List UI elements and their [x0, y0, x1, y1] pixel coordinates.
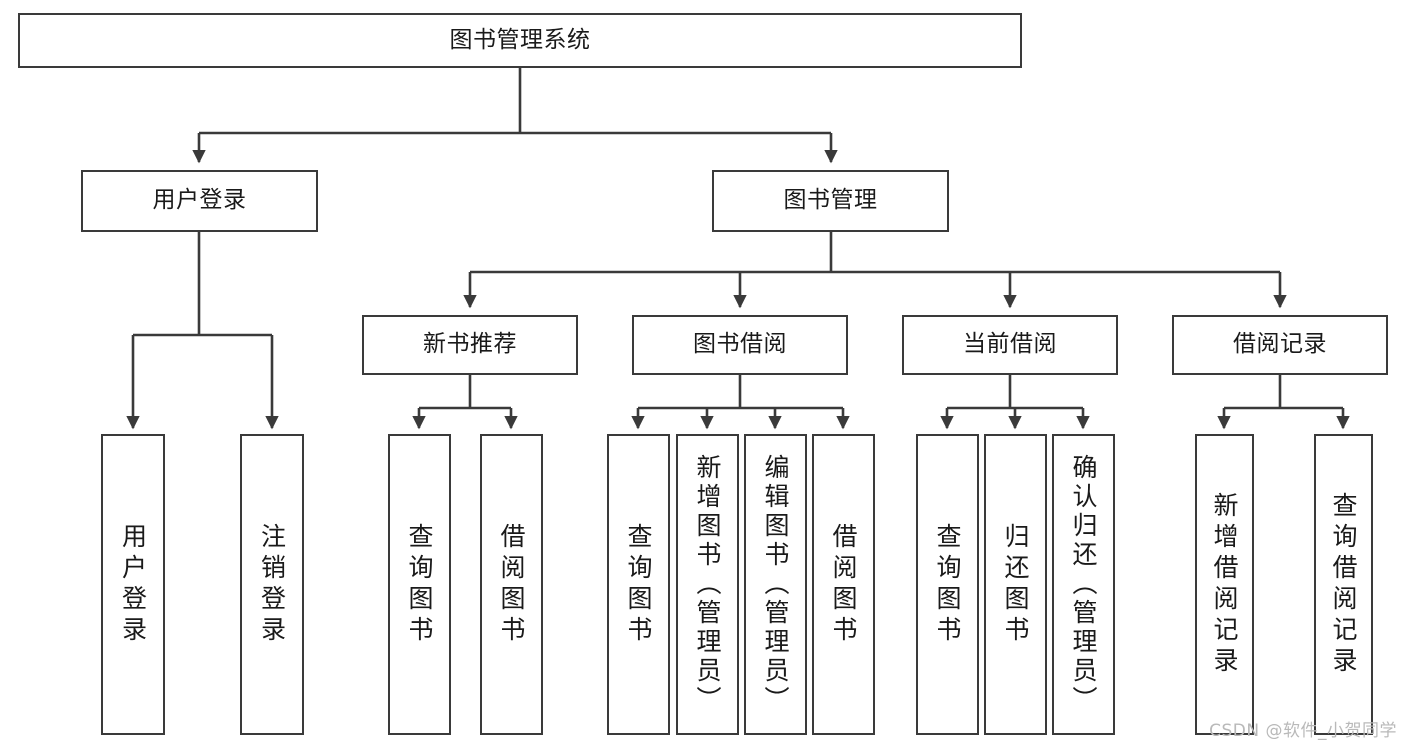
node-leaf-confirm-return[interactable]: 确认归还（管理员） [1052, 434, 1115, 735]
node-leaf-add-book[interactable]: 新增图书（管理员） [676, 434, 739, 735]
node-leaf-edit-book-label: 编辑图书（管理员） [761, 454, 790, 715]
node-leaf-add-book-label: 新增图书（管理员） [693, 454, 722, 715]
node-leaf-query-borrow-record-label: 查询借阅记录 [1329, 491, 1358, 678]
node-book-management-label: 图书管理 [783, 187, 878, 214]
node-current-borrow-label: 当前借阅 [963, 331, 1057, 358]
node-root[interactable]: 图书管理系统 [18, 13, 1022, 68]
node-root-label: 图书管理系统 [449, 26, 591, 53]
node-current-borrow[interactable]: 当前借阅 [902, 315, 1118, 375]
node-leaf-add-borrow-record[interactable]: 新增借阅记录 [1195, 434, 1254, 735]
csdn-watermark: CSDN @软件_小贺同学 [1209, 721, 1397, 741]
node-leaf-return-book-label: 归还图书 [1001, 522, 1030, 647]
node-leaf-borrow-book-1-label: 借阅图书 [497, 522, 526, 647]
node-leaf-query-book-1[interactable]: 查询图书 [388, 434, 451, 735]
node-leaf-user-login-label: 用户登录 [118, 522, 148, 647]
node-leaf-query-book-1-label: 查询图书 [405, 522, 434, 647]
node-leaf-borrow-book-2-label: 借阅图书 [829, 522, 858, 647]
node-leaf-query-borrow-record[interactable]: 查询借阅记录 [1314, 434, 1373, 735]
node-leaf-return-book[interactable]: 归还图书 [984, 434, 1047, 735]
node-leaf-user-login[interactable]: 用户登录 [101, 434, 165, 735]
node-borrow-record[interactable]: 借阅记录 [1172, 315, 1388, 375]
node-book-borrow[interactable]: 图书借阅 [632, 315, 848, 375]
node-leaf-edit-book[interactable]: 编辑图书（管理员） [744, 434, 807, 735]
node-book-borrow-label: 图书借阅 [693, 331, 787, 358]
node-new-book-recommend[interactable]: 新书推荐 [362, 315, 578, 375]
node-leaf-borrow-book-2[interactable]: 借阅图书 [812, 434, 875, 735]
node-leaf-logout-login[interactable]: 注销登录 [240, 434, 304, 735]
node-leaf-query-book-3-label: 查询图书 [933, 522, 962, 647]
node-borrow-record-label: 借阅记录 [1233, 331, 1327, 358]
node-leaf-confirm-return-label: 确认归还（管理员） [1069, 454, 1098, 715]
node-book-management[interactable]: 图书管理 [712, 170, 949, 232]
node-leaf-add-borrow-record-label: 新增借阅记录 [1210, 491, 1239, 678]
node-user-login[interactable]: 用户登录 [81, 170, 318, 232]
node-leaf-query-book-2[interactable]: 查询图书 [607, 434, 670, 735]
node-leaf-borrow-book-1[interactable]: 借阅图书 [480, 434, 543, 735]
node-user-login-label: 用户登录 [152, 187, 247, 214]
node-new-book-recommend-label: 新书推荐 [423, 331, 517, 358]
node-leaf-query-book-3[interactable]: 查询图书 [916, 434, 979, 735]
node-leaf-logout-login-label: 注销登录 [257, 522, 287, 647]
node-leaf-query-book-2-label: 查询图书 [624, 522, 653, 647]
